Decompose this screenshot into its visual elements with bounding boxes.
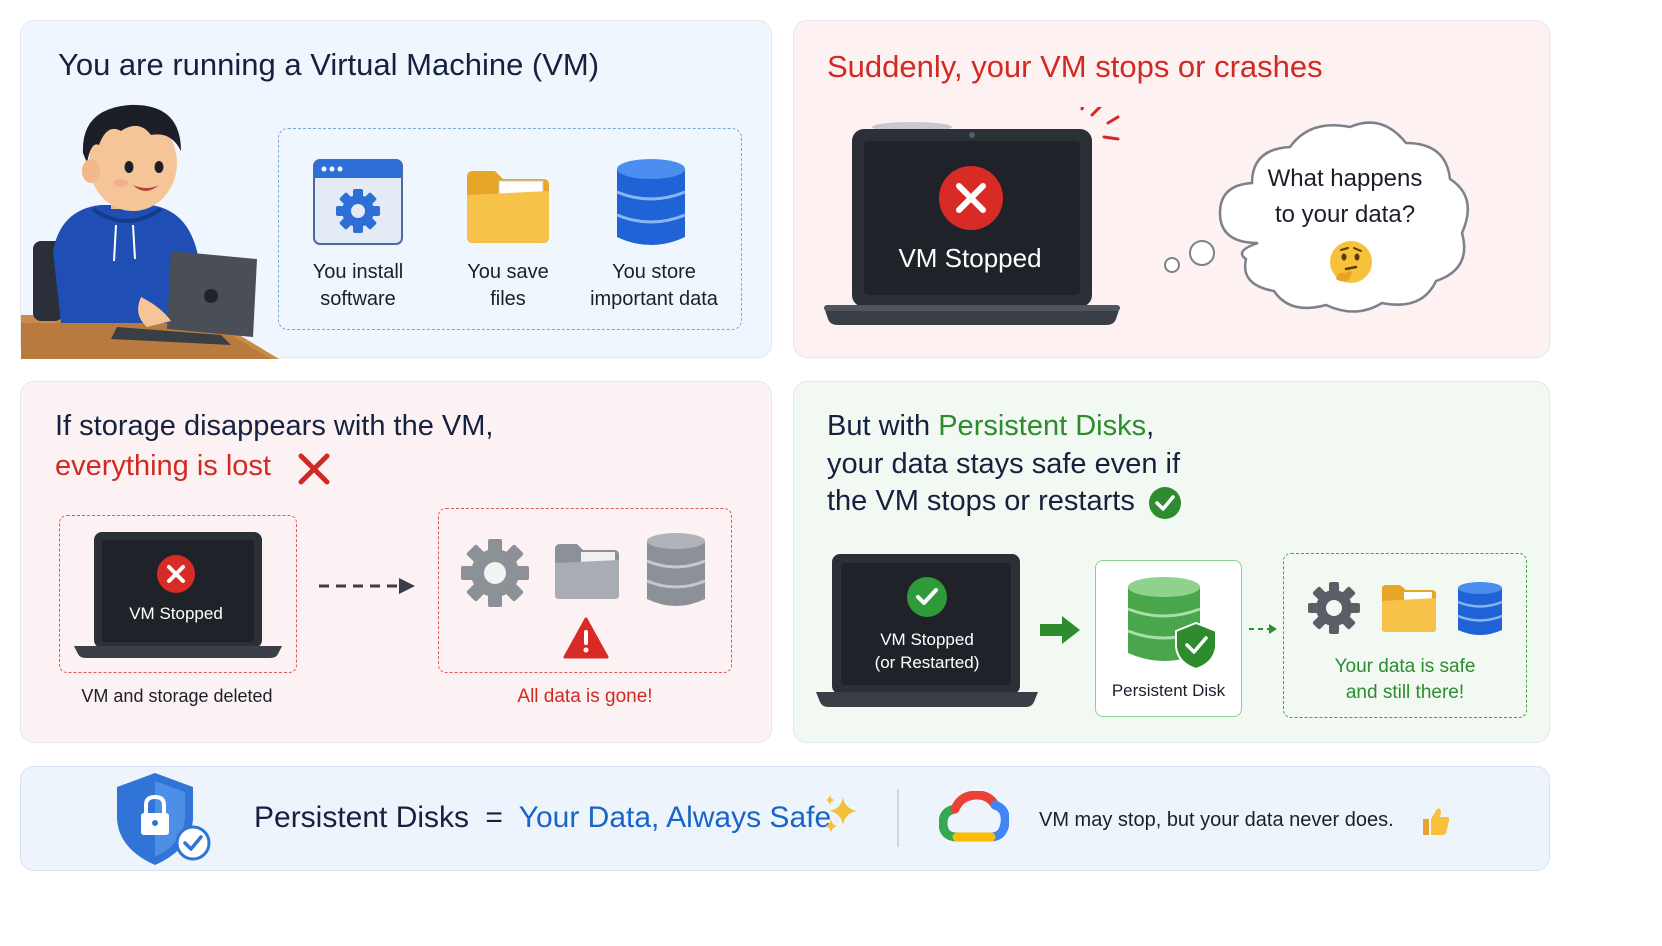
green-check-icon (1149, 487, 1181, 519)
safe-data-box: Your data is safe and still there! (1283, 553, 1527, 718)
folder-icon (1382, 585, 1436, 632)
green-arrow-icon (1040, 616, 1080, 644)
thought-cloud (1164, 121, 1470, 313)
vm-activities-box: You install software You save files You … (278, 128, 742, 330)
data-gone-caption: All data is gone! (517, 686, 653, 707)
panel-title-line2: everything is lost (55, 450, 271, 482)
banner-divider (897, 789, 899, 847)
deleted-vm-box: VM Stopped (59, 515, 297, 673)
panel-running-vm: You are running a Virtual Machine (VM) (20, 20, 772, 359)
database-icon (1457, 582, 1503, 635)
panel-persistent-disks: But with Persistent Disks, your data sta… (793, 381, 1550, 743)
panel-title-line2: your data stays safe even if (827, 448, 1181, 480)
item-caption-files: You save files (467, 261, 549, 310)
panel-title-line1: But with Persistent Disks, (827, 410, 1155, 442)
summary-banner: Persistent Disks = Your Data, Always Saf… (20, 766, 1550, 871)
lost-data-box (438, 508, 732, 673)
gray-database-icon (646, 533, 706, 606)
panel-vm-crash: Suddenly, your VM stops or crashes VM St… (793, 20, 1550, 358)
software-window-icon (313, 159, 403, 245)
dashed-arrow-small (1249, 624, 1277, 634)
folder-icon (467, 171, 549, 243)
banner-headline: Persistent Disks = Your Data, Always Saf… (254, 801, 832, 834)
gray-gear-icon (461, 539, 529, 607)
panel-title: Suddenly, your VM stops or crashes (827, 49, 1323, 84)
green-disk-shield-icon (1127, 577, 1217, 669)
person-laptop-illustration (21, 104, 279, 359)
item-caption-software: You install software (312, 261, 404, 310)
restarted-laptop (816, 554, 1038, 707)
vm-restarted-label: VM Stopped (or Restarted) (874, 630, 980, 672)
thinking-face-icon (1330, 241, 1372, 283)
sparkles-icon (825, 795, 857, 833)
red-x-icon (298, 453, 330, 485)
success-check-icon (907, 577, 947, 617)
warning-icon (563, 617, 609, 659)
panel-title-line3: the VM stops or restarts (827, 485, 1135, 517)
thumbs-up-icon (1423, 808, 1450, 835)
laptop-icon (74, 532, 282, 658)
error-x-icon (157, 555, 195, 593)
thought-text: What happens to your data? (1267, 165, 1423, 228)
disk-label: Persistent Disk (1111, 681, 1226, 700)
error-x-icon (939, 166, 1003, 230)
cloud-logo-icon (939, 791, 1009, 842)
deleted-caption: VM and storage deleted (81, 686, 273, 706)
item-caption-data: You store important data (590, 261, 718, 310)
shield-lock-icon (117, 773, 211, 865)
panel-storage-lost: If storage disappears with the VM, every… (20, 381, 772, 743)
vm-stopped-label: VM Stopped (898, 243, 1042, 273)
panel-title-line1: If storage disappears with the VM, (55, 410, 494, 442)
banner-tagline: VM may stop, but your data never does. (1039, 809, 1394, 831)
dashed-arrow (319, 578, 415, 594)
persistent-disk-card: Persistent Disk (1095, 560, 1242, 717)
safe-caption: Your data is safe and still there! (1334, 656, 1476, 703)
panel-title: You are running a Virtual Machine (VM) (58, 47, 600, 82)
database-icon (616, 159, 686, 245)
gear-icon (1308, 582, 1360, 634)
vm-stopped-label: VM Stopped (129, 604, 223, 623)
gray-folder-icon (555, 544, 619, 599)
